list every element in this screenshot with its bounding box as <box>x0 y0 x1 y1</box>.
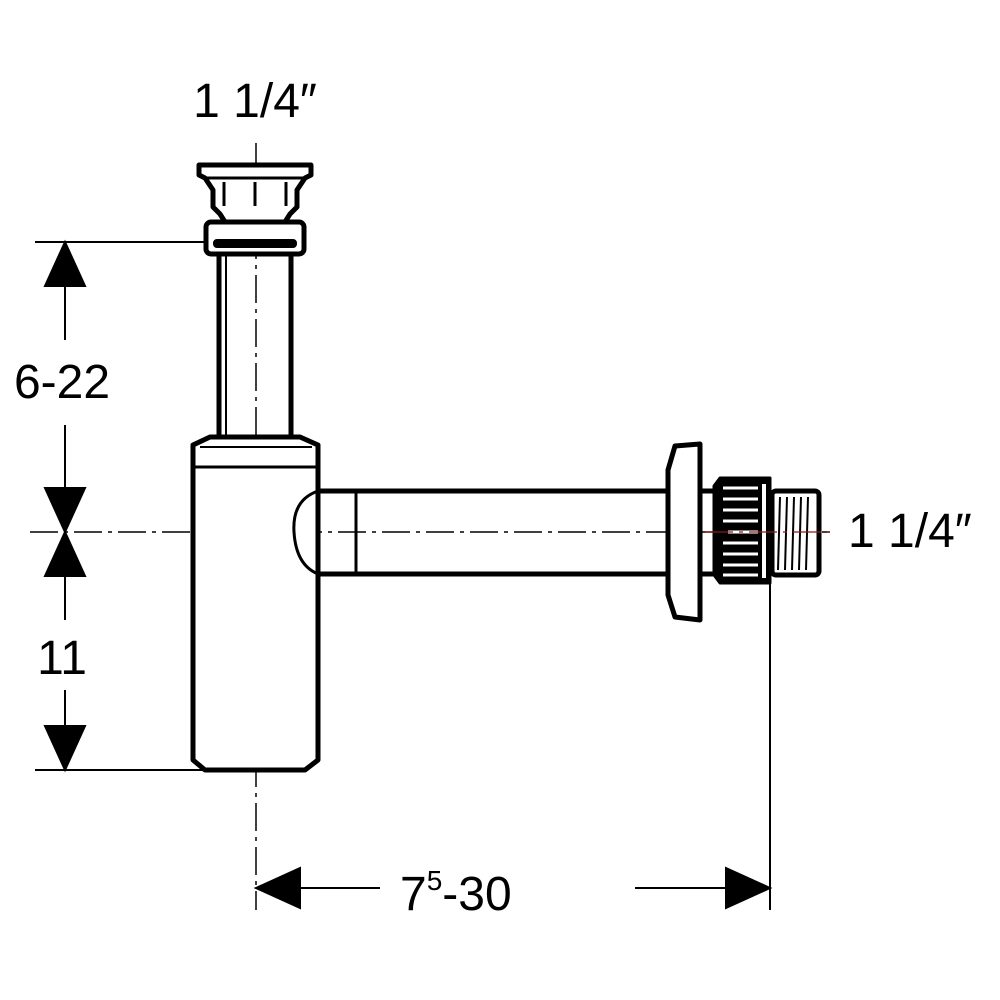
lower-height-label: 11 <box>37 632 87 685</box>
trap-body <box>190 434 321 773</box>
arrow-down-icon <box>43 725 87 773</box>
outlet-nut <box>712 476 772 585</box>
wall-rosette <box>665 441 713 623</box>
vertical-dimension <box>43 239 87 773</box>
arrow-up-icon <box>43 239 87 287</box>
height-range-label: 6-22 <box>14 356 110 409</box>
length-rest: -30 <box>442 868 511 921</box>
horizontal-dimension <box>253 866 773 910</box>
length-main: 7 <box>400 868 427 921</box>
length-label: 75-30 <box>400 865 512 921</box>
arrow-up-icon <box>43 529 87 577</box>
threaded-outlet <box>769 488 822 578</box>
arrow-left-icon <box>253 866 301 910</box>
upper-nut <box>196 162 314 257</box>
arrow-right-icon <box>725 866 773 910</box>
arrow-down-icon <box>43 487 87 535</box>
top-connection-label: 1 1/4″ <box>193 75 317 128</box>
horizontal-pipe <box>292 488 668 577</box>
vertical-pipe <box>216 255 294 437</box>
outlet-connection-label: 1 1/4″ <box>848 505 972 558</box>
length-superscript: 5 <box>427 865 443 896</box>
